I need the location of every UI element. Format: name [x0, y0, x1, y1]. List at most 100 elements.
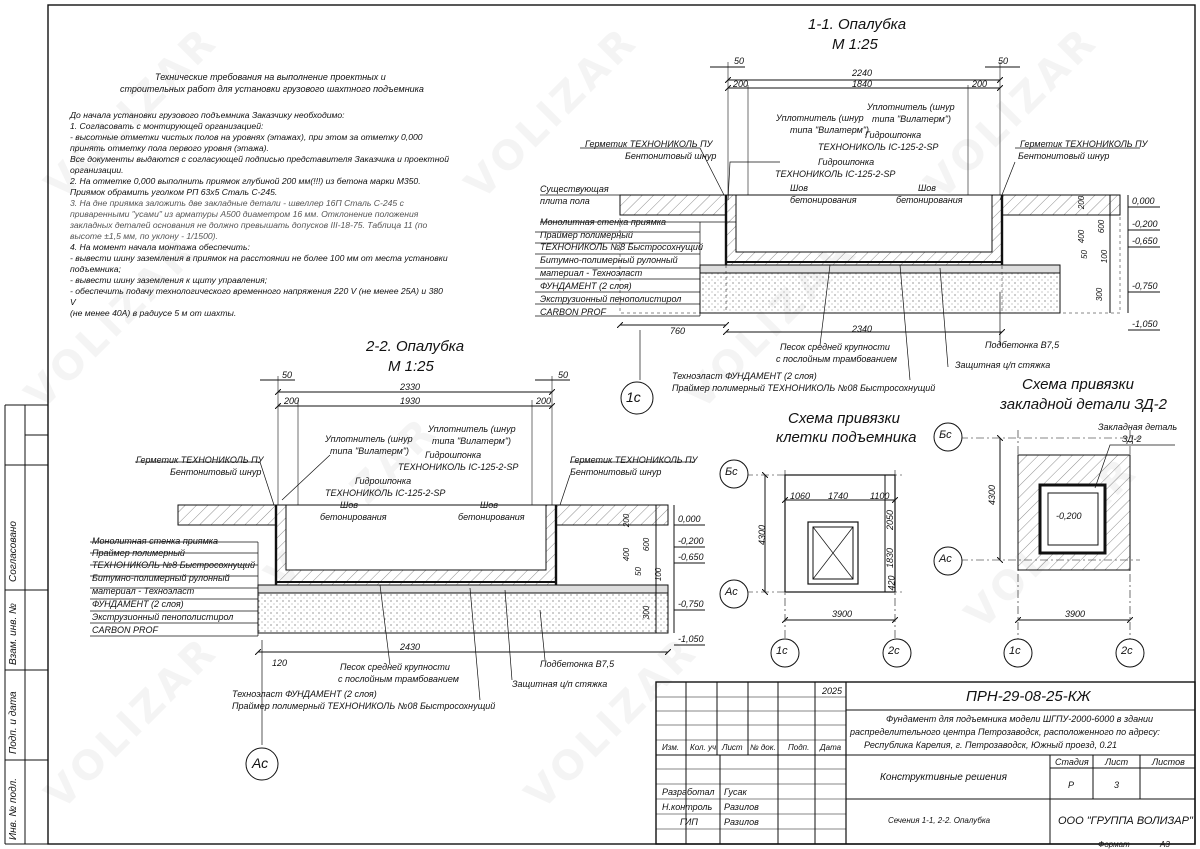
leader-label: с послойным трамбованием: [338, 674, 459, 684]
layer-label: Праймер полимерный: [92, 548, 185, 558]
stamp-desc: Фундамент для подъемника модели ШГПУ-200…: [886, 714, 1154, 724]
leader-label: бетонирования: [790, 195, 857, 205]
level-mark: -1,050: [1132, 319, 1158, 329]
req-line: организации.: [70, 165, 124, 175]
scheme-cage-title-2: клетки подъемника: [776, 429, 917, 446]
req-line: принять отметку пола первого уровня (эта…: [70, 143, 269, 153]
side-label: Подп. и дата: [8, 691, 19, 754]
leader-label: Защитная ц/п стяжка: [512, 679, 608, 689]
side-label: Взам. инв. №: [8, 603, 19, 665]
leader-label: Шов: [790, 183, 808, 193]
leader-label: ТЕХНОНИКОЛЬ IC-125-2-SP: [398, 462, 519, 472]
leader-label: Защитная ц/п стяжка: [955, 360, 1051, 370]
req-line: 2. На отметке 0,000 выполнить приямок гл…: [70, 176, 421, 186]
vdim-label: 600: [642, 537, 652, 552]
dim-label: 50: [734, 56, 745, 66]
section-1-1-scale: М 1:25: [832, 36, 878, 53]
req-line: (не менее 40А) в радиусе 5 м от шахты.: [70, 308, 237, 318]
leader-label: бетонирования: [458, 512, 525, 522]
section-1-1-linework: [535, 62, 1160, 415]
level-mark: 0,000: [678, 514, 701, 524]
axis-bubble-label: 2с: [1121, 645, 1133, 657]
stamp-col: Лист: [722, 743, 743, 752]
leader-label: типа "Вилатерм"): [790, 125, 870, 135]
dim-label: 760: [670, 326, 686, 336]
axis-bubble-label: Бс: [725, 466, 738, 478]
dim-label: 200: [733, 79, 749, 89]
dim-label: 4300: [757, 524, 768, 546]
leader-label: типа "Вилатерм"): [872, 114, 952, 124]
leader-label: Песок средней крупности: [780, 342, 890, 352]
leader-label: ТЕХНОНИКОЛЬ IC-125-2-SP: [775, 169, 896, 179]
level-mark: -0,200: [1056, 511, 1082, 521]
req-line: высоте ±1,5 мм, по уклону - 1/1500).: [70, 231, 218, 241]
vdim-label: 50: [1079, 250, 1089, 259]
leader-label: Гидрошпонка: [355, 476, 412, 486]
leader-label: ТЕХНОНИКОЛЬ IC-125-2-SP: [325, 488, 446, 498]
dim-label: 1740: [828, 491, 849, 501]
axis-bubble-label: 1с: [776, 645, 788, 657]
req-line: приваренными "усами" из арматуры А500 ди…: [70, 209, 419, 219]
leader-label: Уплотнитель (шнур: [428, 424, 516, 434]
leader-label: бетонирования: [320, 512, 387, 522]
dim-label: 3900: [832, 609, 853, 619]
section-2-2-scale: М 1:25: [388, 358, 434, 375]
leader-label: Праймер полимерный ТЕХНОНИКОЛЬ №08 Быстр…: [232, 701, 496, 711]
leader-label: Технoэласт ФУНДАМЕНТ (2 слоя): [672, 371, 817, 381]
stamp-stage-header: Стадия: [1055, 757, 1089, 767]
section-2-2-title: 2-2. Опалубка: [366, 338, 465, 355]
stamp-name: Гусак: [724, 787, 747, 797]
vdim-label: 400: [1077, 229, 1087, 244]
leader-label: бетонирования: [896, 195, 963, 205]
level-mark: -0,650: [678, 552, 704, 562]
req-line: 1. Согласовать с монтирующей организацие…: [70, 121, 264, 131]
stamp-name: Разилов: [724, 802, 759, 812]
layer-label: Монолитная стенка приямка: [540, 217, 667, 227]
leader-label: Гидрошпонка: [425, 450, 482, 460]
dim-label: 200: [972, 79, 988, 89]
stamp-company: ООО "ГРУППА ВОЛИЗАР": [1058, 815, 1193, 827]
leader-label: Песок средней крупности: [340, 662, 450, 672]
axis-bubble-label: Ас: [725, 586, 738, 598]
req-line: - обеспечить подачу технологического вре…: [70, 286, 443, 307]
dim-label: 2050: [885, 509, 896, 531]
stamp-sheet: 3: [1114, 780, 1120, 790]
vdim-label: 600: [1097, 219, 1107, 234]
leader-label: Уплотнитель (шнур: [325, 434, 413, 444]
stamp-col: Изм.: [662, 743, 680, 752]
level-mark: -0,200: [1132, 219, 1158, 229]
dim-label: 120: [272, 658, 288, 668]
stamp-role: Разработал: [662, 787, 715, 797]
leader-label: Шов: [480, 500, 498, 510]
format-label: Формат: [1098, 840, 1130, 849]
dim-label: 1930: [400, 396, 421, 406]
stamp-desc: Республика Карелия, г. Петрозаводск, Южн…: [864, 740, 1117, 750]
req-line: подъемника;: [70, 264, 121, 274]
layer-label: материал - Технoэласт: [540, 268, 643, 278]
vdim-label: 400: [622, 547, 632, 562]
leader-label: Шов: [918, 183, 936, 193]
section-2-2-linework: [90, 376, 705, 781]
layer-label: CARBON PROF: [540, 307, 607, 317]
scheme-cage-title-1: Схема привязки: [788, 410, 900, 427]
leader-label: Подбетонка В7,5: [985, 340, 1060, 350]
stamp-sheet-header: Лист: [1105, 757, 1129, 767]
level-mark: -0,750: [1132, 281, 1158, 291]
leader-label: Герметик ТЕХНОНИКОЛЬ ПУ: [585, 139, 713, 149]
dim-label: 200: [284, 396, 300, 406]
stamp-col: Подп.: [788, 743, 810, 752]
req-line: 4. На момент начала монтажа обеспечить:: [70, 242, 250, 252]
stamp-section: Конструктивные решения: [880, 772, 1007, 783]
dim-label: 2430: [400, 642, 421, 652]
dim-label: 1830: [885, 547, 896, 569]
requirements-title-1: Технические требования на выполнение про…: [155, 72, 386, 82]
req-line: - вывести шину заземления в приямок на р…: [70, 253, 448, 263]
req-line: Приямок обрамить уголком РП 63х5 Сталь С…: [70, 187, 278, 197]
dim-label: 50: [282, 370, 293, 380]
leader-label: Уплотнитель (шнур: [867, 102, 955, 112]
leader-label: Гидрошпонка: [865, 130, 922, 140]
dim-label: 50: [998, 56, 1009, 66]
req-line: До начала установки грузового подъемника…: [70, 110, 345, 120]
leader-label: Закладная деталь: [1098, 422, 1178, 432]
